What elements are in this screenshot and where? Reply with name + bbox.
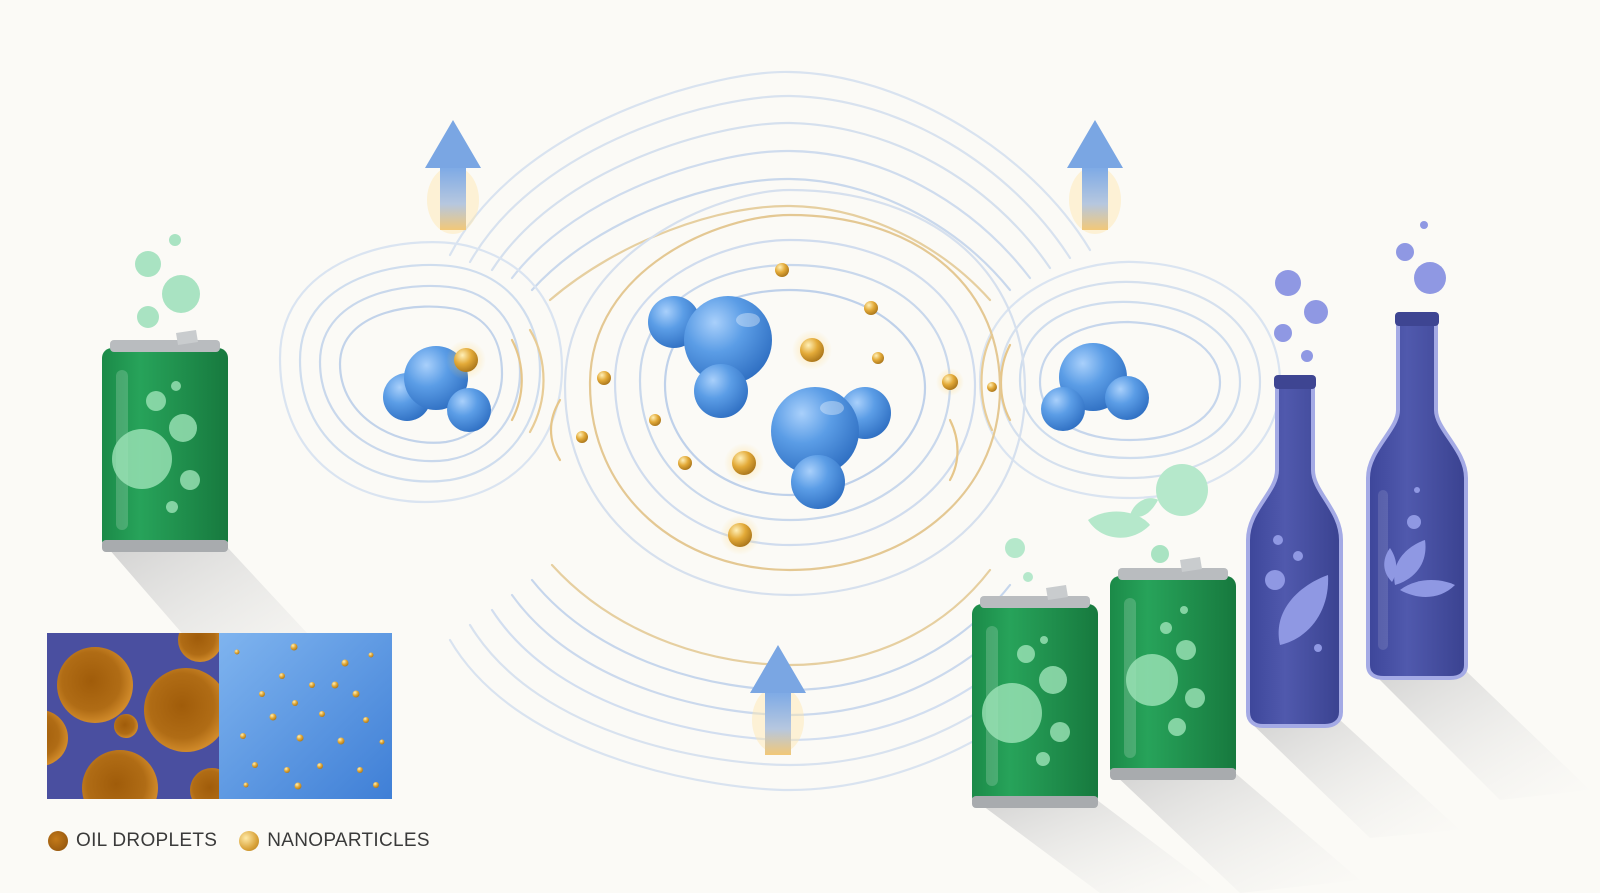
bottle-icon (1246, 270, 1460, 838)
legend: OIL DROPLETS NANOPARTICLES (48, 830, 430, 852)
legend-item-oil-droplets: OIL DROPLETS (48, 830, 217, 852)
up-arrow-icon (425, 120, 481, 234)
nanoparticle-swatch (239, 831, 260, 851)
nanoparticle-panel (219, 633, 392, 799)
molecule-icon (1041, 343, 1149, 431)
leaf-icon (1384, 540, 1455, 597)
molecule-icon (383, 346, 491, 432)
bottle-icon (1366, 221, 1590, 800)
oil-droplet-swatch (48, 831, 68, 851)
molecule-icon (648, 296, 772, 418)
soda-can-icon (1088, 464, 1360, 893)
leaf-icon (1278, 575, 1329, 645)
up-arrow-icon (750, 645, 806, 755)
up-arrow-icon (1067, 120, 1123, 234)
legend-label-oil-droplets: OIL DROPLETS (76, 830, 218, 851)
leaf-icon (1088, 498, 1158, 538)
molecule-icon (771, 387, 891, 509)
nanoparticles (446, 263, 997, 555)
legend-item-nanoparticles: NANOPARTICLES (239, 830, 430, 852)
soda-can-icon (972, 538, 1220, 893)
legend-label-nanoparticles: NANOPARTICLES (267, 830, 430, 851)
oil-droplet-panel (47, 633, 219, 799)
